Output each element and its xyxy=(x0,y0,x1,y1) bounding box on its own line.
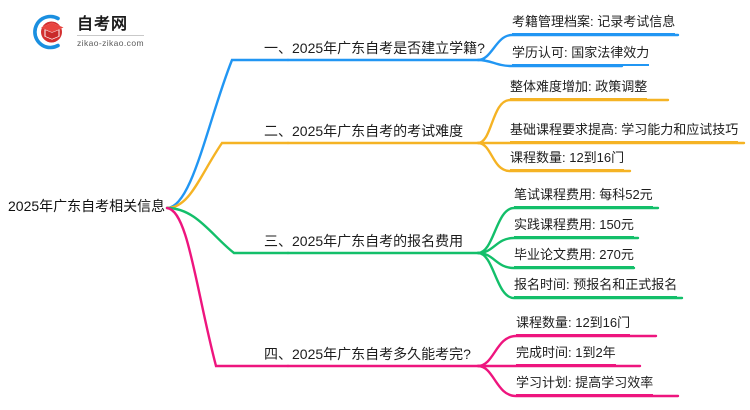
wire-branch-2-leaf-1 xyxy=(476,98,670,145)
logo-subtitle: zikao-zikao.com xyxy=(77,37,144,48)
logo-title: 自考网 xyxy=(77,16,144,36)
graduation-cap-logo-icon xyxy=(28,11,70,53)
wire-root-branch-4 xyxy=(165,206,290,368)
root-node[interactable]: 2025年广东自考相关信息 xyxy=(8,198,166,214)
leaf-node-4-2[interactable]: 完成时间: 1到2年 xyxy=(516,345,616,366)
branch-node-4[interactable]: 四、2025年广东自考多久能考完? xyxy=(264,346,471,368)
branch-node-3[interactable]: 三、2025年广东自考的报名费用 xyxy=(264,233,464,255)
leaf-node-2-3[interactable]: 课程数量: 12到16门 xyxy=(510,150,625,171)
leaf-node-3-2[interactable]: 实践课程费用: 150元 xyxy=(514,217,634,238)
leaf-node-1-2[interactable]: 学历认可: 国家法律效力 xyxy=(512,45,650,66)
logo-text: 自考网 zikao-zikao.com xyxy=(77,16,144,48)
wire-branch-3-leaf-4 xyxy=(476,251,684,300)
leaf-node-3-4[interactable]: 报名时间: 预报名和正式报名 xyxy=(514,277,678,298)
wire-branch-2-leaf-3 xyxy=(476,141,632,173)
leaf-node-3-3[interactable]: 毕业论文费用: 270元 xyxy=(514,247,634,268)
leaf-node-4-3[interactable]: 学习计划: 提高学习效率 xyxy=(516,375,654,396)
wire-root-branch-2 xyxy=(165,141,290,210)
leaf-node-2-2[interactable]: 基础课程要求提高: 学习能力和应试技巧 xyxy=(510,122,739,143)
leaf-node-2-1[interactable]: 整体难度增加: 政策调整 xyxy=(510,79,648,100)
leaf-node-1-1[interactable]: 考籍管理档案: 记录考试信息 xyxy=(512,14,676,35)
branch-node-2[interactable]: 二、2025年广东自考的考试难度 xyxy=(264,123,464,145)
branch-node-1[interactable]: 一、2025年广东自考是否建立学籍? xyxy=(264,40,485,62)
site-logo: 自考网 zikao-zikao.com xyxy=(28,11,144,53)
wire-root-branch-3 xyxy=(165,206,290,255)
wire-branch-4-leaf-3 xyxy=(476,364,680,398)
wire-root-branch-1 xyxy=(165,58,290,210)
leaf-node-4-1[interactable]: 课程数量: 12到16门 xyxy=(516,315,631,336)
leaf-node-3-1[interactable]: 笔试课程费用: 每科52元 xyxy=(514,187,653,208)
